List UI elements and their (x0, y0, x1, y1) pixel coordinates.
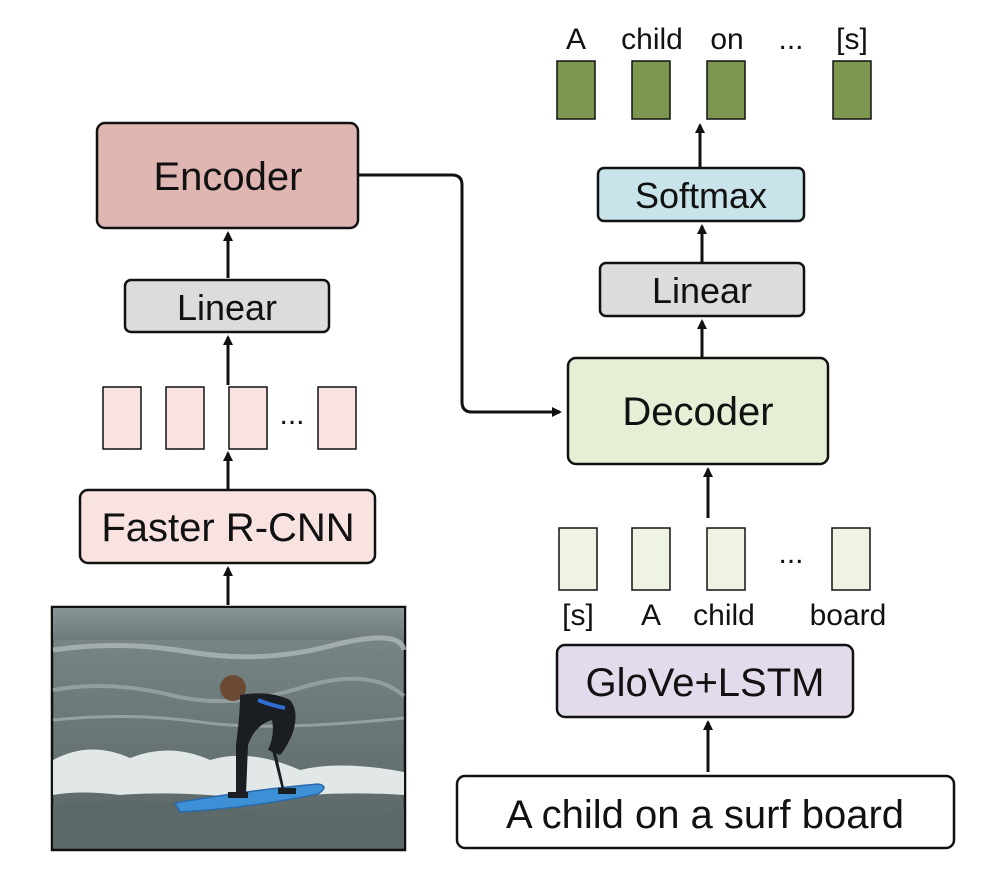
region-feature-3 (228, 386, 268, 450)
caption-box (455, 774, 956, 850)
softmax-box (596, 166, 806, 223)
output-token-4: [s] (836, 23, 868, 56)
input-token-3: child (693, 599, 755, 632)
right-linear-box (598, 261, 806, 318)
region-feature-2 (165, 386, 205, 450)
decoder-label: Decoder (622, 390, 773, 434)
output-ellipsis: ... (778, 23, 803, 56)
output-token-1: A (566, 23, 586, 56)
region-feature-n (317, 386, 357, 450)
output-token-2: child (621, 23, 683, 56)
output-vector-2 (631, 60, 671, 120)
input-token-1: [s] (562, 599, 594, 632)
caption-text: A child on a surf board (506, 793, 904, 837)
arrow-encoder-to-decoder (358, 173, 562, 417)
output-token-3: on (710, 23, 743, 56)
left-linear-label: Linear (177, 287, 277, 328)
faster-rcnn-label: Faster R-CNN (101, 506, 354, 550)
left-linear-box (123, 278, 331, 334)
glove-lstm-box (555, 643, 855, 719)
input-image (50, 605, 407, 852)
input-ellipsis: ... (778, 537, 803, 570)
input-vector-3 (706, 527, 746, 591)
decoder-box (566, 356, 830, 466)
input-token-2: A (641, 599, 661, 632)
output-vector-1 (556, 60, 596, 120)
input-token-4: board (810, 599, 887, 632)
encoder-label: Encoder (154, 155, 303, 199)
softmax-label: Softmax (635, 175, 767, 216)
output-vector-n (832, 60, 872, 120)
region-feature-1 (102, 386, 142, 450)
left-features-ellipsis: ... (279, 398, 304, 431)
faster-rcnn-box (78, 488, 377, 565)
output-token-labels: A child on ... [s] (566, 23, 868, 56)
input-vector-2 (631, 527, 671, 591)
glove-lstm-label: GloVe+LSTM (585, 661, 824, 705)
right-linear-label: Linear (652, 270, 752, 311)
input-vector-n (831, 527, 871, 591)
output-vector-3 (706, 60, 746, 120)
input-vector-1 (558, 527, 598, 591)
